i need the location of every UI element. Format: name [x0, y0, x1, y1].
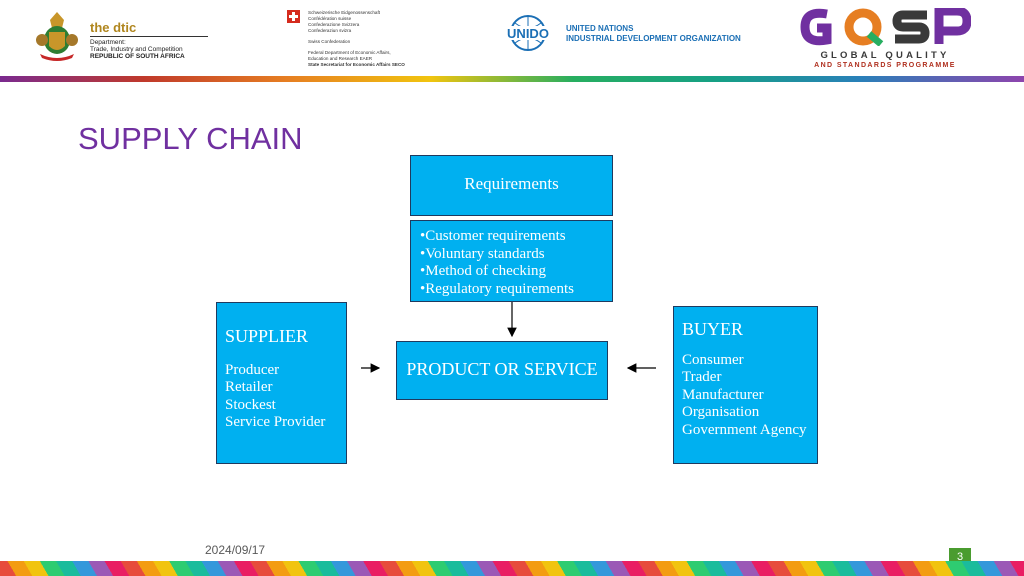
supplier-box: SUPPLIER Producer Retailer Stockest Serv…	[216, 302, 347, 464]
bottom-color-stripe	[0, 561, 1024, 576]
swiss-line-5: Swiss Confederation	[308, 39, 351, 44]
swiss-line-7: Education and Research EAER	[308, 56, 373, 61]
swiss-line-2: Confédération suisse	[308, 16, 352, 21]
supplier-item: Producer	[225, 361, 280, 378]
gqsp-line-1: GLOBAL QUALITY	[820, 50, 950, 61]
top-color-stripe	[0, 76, 1024, 82]
requirement-item: •Customer requirements	[420, 228, 566, 244]
gqsp-letters-icon	[800, 8, 971, 46]
swiss-line-4: Confederaziun svizra	[308, 28, 352, 33]
dtic-name: the dtic	[90, 20, 137, 35]
dtic-logo: the dtic Department: Trade, Industry and…	[34, 10, 214, 62]
unido-line-1: UNITED NATIONS	[566, 24, 634, 33]
swiss-line-1: Schweizerische Eidgenossenschaft	[308, 10, 381, 15]
requirement-item: •Regulatory requirements	[420, 280, 574, 297]
swiss-line-6: Federal Department of Economic Affairs,	[308, 50, 391, 55]
south-africa-coat-of-arms-icon	[36, 12, 78, 61]
slide-date: 2024/09/17	[205, 543, 266, 557]
unido-name: UNITED NATIONS INDUSTRIAL DEVELOPMENT OR…	[566, 24, 741, 44]
unido-emblem-icon: UNIDO	[504, 15, 552, 51]
dtic-divider	[90, 36, 208, 37]
buyer-title: BUYER	[682, 319, 744, 339]
swiss-line-3: Confederazione Svizzera	[308, 22, 360, 27]
unido-logo-text: UNIDO	[507, 26, 549, 41]
dtic-dept-label: Department:	[90, 39, 126, 46]
swiss-line-8: State Secretariat for Economic Affairs S…	[308, 62, 405, 67]
supplier-title: SUPPLIER	[225, 326, 309, 346]
buyer-box: BUYER Consumer Trader Manufacturer Organ…	[673, 306, 818, 464]
supplier-item: Service Provider	[225, 414, 326, 430]
gqsp-line-2: AND STANDARDS PROGRAMME	[814, 62, 956, 69]
buyer-item: Trader	[682, 369, 722, 385]
dtic-country: REPUBLIC OF SOUTH AFRICA	[90, 53, 185, 60]
slide-title: SUPPLY CHAIN	[78, 121, 303, 156]
buyer-item: Consumer	[682, 351, 744, 368]
product-or-service-box: PRODUCT OR SERVICE	[396, 341, 608, 400]
unido-line-2: INDUSTRIAL DEVELOPMENT ORGANIZATION	[566, 34, 741, 43]
requirement-item: •Method of checking	[420, 263, 547, 279]
swiss-flag-icon	[287, 10, 300, 23]
buyer-item: Manufacturer	[682, 386, 764, 403]
supplier-item: Retailer	[225, 379, 273, 395]
buyer-item: Organisation	[682, 404, 760, 420]
swiss-confederation-logo: Schweizerische Eidgenossenschaft Confédé…	[287, 8, 437, 68]
header-logo-bar: the dtic Department: Trade, Industry and…	[0, 0, 1024, 76]
requirements-list-box: •Customer requirements •Voluntary standa…	[410, 220, 613, 302]
gqsp-logo: GLOBAL QUALITY AND STANDARDS PROGRAMME	[795, 6, 975, 70]
buyer-item: Government Agency	[682, 421, 807, 438]
requirement-item: •Voluntary standards	[420, 245, 545, 262]
dtic-dept-name: Trade, Industry and Competition	[90, 46, 183, 53]
requirements-header-box: Requirements	[410, 155, 613, 216]
supplier-item: Stockest	[225, 396, 276, 413]
